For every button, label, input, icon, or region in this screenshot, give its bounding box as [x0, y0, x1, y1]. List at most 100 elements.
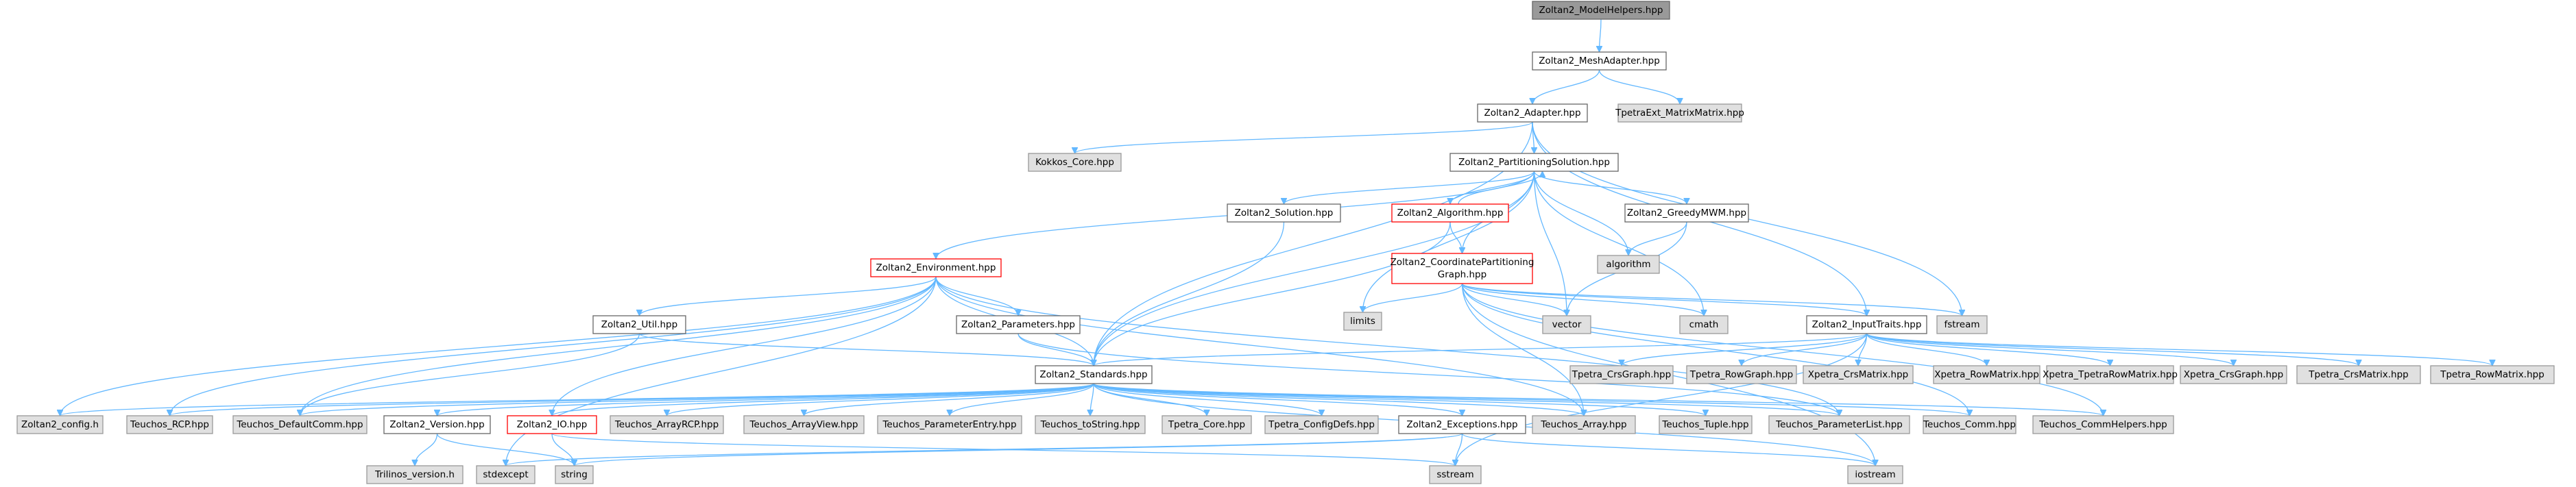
graph-node-teuchos-commhelpers-hpp: Teuchos_CommHelpers.hpp — [2032, 415, 2174, 434]
node-box — [1569, 365, 1674, 384]
graph-node-teuchos-parameterentry-hpp: Teuchos_ParameterEntry.hpp — [877, 415, 1022, 434]
graph-node-zoltan2-adapter-hpp[interactable]: Zoltan2_Adapter.hpp — [1477, 103, 1588, 123]
edge-n18-n25 — [1866, 333, 2234, 366]
graph-node-tpetra-rowgraph-hpp: Tpetra_RowGraph.hpp — [1686, 365, 1797, 384]
node-box — [1161, 415, 1252, 434]
node-label: Zoltan2_IO.hpp — [517, 419, 588, 430]
node-label: Tpetra_CrsMatrix.hpp — [2308, 369, 2409, 380]
graph-node-teuchos-arrayview-hpp: Teuchos_ArrayView.hpp — [743, 415, 865, 434]
node-label: Teuchos_toString.hpp — [1040, 419, 1140, 430]
edge-n13-n19 — [1018, 333, 1094, 366]
node-box — [1035, 415, 1146, 434]
node-label: Teuchos_Comm.hpp — [1923, 419, 2016, 430]
node-label: iostream — [1855, 469, 1895, 480]
graph-node-zoltan2-io-hpp[interactable]: Zoltan2_IO.hpp — [507, 415, 597, 434]
node-box — [383, 415, 491, 434]
edge-n10-n42 — [935, 276, 1840, 416]
node-box — [956, 315, 1081, 334]
graph-node-tpetraext-matrixmatrix-hpp: TpetraExt_MatrixMatrix.hpp — [1615, 103, 1744, 123]
graph-node-limits: limits — [1343, 312, 1382, 331]
node-label: Zoltan2_Exceptions.hpp — [1406, 419, 1517, 430]
node-label: Teuchos_ParameterEntry.hpp — [882, 419, 1016, 430]
node-box — [16, 415, 104, 434]
graph-node-zoltan2-util-hpp[interactable]: Zoltan2_Util.hpp — [592, 315, 686, 334]
graph-node-zoltan2-greedymwm-hpp[interactable]: Zoltan2_GreedyMWM.hpp — [1624, 203, 1749, 223]
edge-n19-n36 — [1090, 383, 1094, 416]
edge-n10-n13 — [935, 276, 1018, 316]
edge-n18-n23 — [1866, 333, 1987, 366]
edge-n5-n6 — [1284, 171, 1535, 205]
graph-node-tpetra-rowmatrix-hpp: Tpetra_RowMatrix.hpp — [2430, 365, 2555, 384]
node-label: Zoltan2_GreedyMWM.hpp — [1627, 208, 1746, 218]
edge-n31-n47 — [436, 433, 575, 466]
graph-node-string: string — [555, 465, 594, 484]
edge-n19-n34 — [804, 383, 1094, 416]
graph-node-teuchos-array-hpp: Teuchos_Array.hpp — [1532, 415, 1636, 434]
edge-n39-n46 — [506, 433, 1463, 466]
edge-n10-n40 — [935, 276, 1584, 416]
node-label: Teuchos_CommHelpers.hpp — [2038, 419, 2167, 430]
edge-n12-n19 — [638, 333, 1094, 366]
edge-n31-n45 — [415, 433, 438, 466]
graph-node-xpetra-rowmatrix-hpp: Xpetra_RowMatrix.hpp — [1933, 365, 2041, 384]
edge-n12-n30 — [300, 333, 640, 416]
edge-n19-n35 — [950, 383, 1094, 416]
edge-n0-n1 — [1600, 18, 1602, 52]
node-label: Zoltan2_PartitioningSolution.hpp — [1458, 157, 1610, 168]
node-box — [2180, 365, 2287, 384]
edge-n5-n9 — [1533, 171, 1629, 255]
edge-n5-n15 — [1533, 171, 1567, 316]
node-box — [2430, 365, 2555, 384]
graph-node-zoltan2-parameters-hpp[interactable]: Zoltan2_Parameters.hpp — [956, 315, 1081, 334]
graph-node-zoltan2-environment-hpp[interactable]: Zoltan2_Environment.hpp — [870, 258, 1002, 277]
node-label: fstream — [1944, 319, 1979, 330]
graph-node-zoltan2-modelhelpers-hpp: Zoltan2_ModelHelpers.hpp — [1532, 1, 1670, 20]
node-label: sstream — [1436, 469, 1473, 480]
node-box — [2296, 365, 2421, 384]
graph-node-zoltan2-solution-hpp[interactable]: Zoltan2_Solution.hpp — [1227, 203, 1341, 223]
node-label: Zoltan2_config.h — [21, 419, 99, 430]
edge-n19-n29 — [170, 383, 1094, 416]
node-label: Zoltan2_MeshAdapter.hpp — [1539, 55, 1660, 66]
node-label: Tpetra_Core.hpp — [1168, 419, 1245, 430]
edge-n19-n44 — [1093, 383, 2104, 416]
node-label: Zoltan2_Parameters.hpp — [961, 319, 1075, 330]
graph-node-zoltan2-partitioningsolution-hpp[interactable]: Zoltan2_PartitioningSolution.hpp — [1449, 153, 1619, 172]
edge-n39-n47 — [575, 433, 1463, 466]
edge-n19-n30 — [300, 383, 1094, 416]
graph-node-tpetra-core-hpp: Tpetra_Core.hpp — [1161, 415, 1252, 434]
edge-n19-n43 — [1093, 383, 1970, 416]
edge-n11-n14 — [1363, 283, 1463, 313]
node-label: limits — [1350, 316, 1375, 327]
graph-node-algorithm: algorithm — [1597, 255, 1660, 274]
node-box — [1532, 415, 1636, 434]
node-label: Teuchos_Tuple.hpp — [1661, 419, 1748, 430]
node-label: Zoltan2_CoordinatePartitioning — [1391, 257, 1534, 268]
node-label: Teuchos_ParameterList.hpp — [1775, 419, 1903, 430]
graph-node-zoltan2-standards-hpp[interactable]: Zoltan2_Standards.hpp — [1035, 365, 1153, 384]
node-label: Tpetra_ConfigDefs.hpp — [1268, 419, 1375, 430]
graph-node-zoltan2-inputtraits-hpp[interactable]: Zoltan2_InputTraits.hpp — [1806, 315, 1927, 334]
graph-node-zoltan2-algorithm-hpp[interactable]: Zoltan2_Algorithm.hpp — [1391, 203, 1509, 223]
graph-node-zoltan2-meshadapter-hpp[interactable]: Zoltan2_MeshAdapter.hpp — [1532, 51, 1667, 71]
node-label: Graph.hpp — [1438, 269, 1486, 280]
edge-n11-n17 — [1461, 283, 1962, 316]
graph-node-fstream: fstream — [1936, 315, 1988, 334]
node-label: Teuchos_ArrayView.hpp — [749, 419, 858, 430]
node-label: Zoltan2_Environment.hpp — [876, 262, 996, 273]
node-label: Teuchos_Array.hpp — [1540, 419, 1626, 430]
edge-n18-n21 — [1742, 333, 1868, 366]
edge-n19-n42 — [1093, 383, 1840, 416]
edge-n7-n5 — [1458, 171, 1543, 205]
graph-node-teuchos-parameterlist-hpp: Teuchos_ParameterList.hpp — [1768, 415, 1910, 434]
graph-node-vector: vector — [1542, 315, 1591, 334]
edge-n11-n43 — [1461, 283, 1970, 416]
graph-node-zoltan2-version-hpp[interactable]: Zoltan2_Version.hpp — [383, 415, 491, 434]
graph-node-zoltan2-exceptions-hpp[interactable]: Zoltan2_Exceptions.hpp — [1398, 415, 1526, 434]
node-box — [476, 465, 535, 484]
edge-n7-n19 — [1094, 221, 1451, 366]
edge-n11-n18 — [1461, 283, 1867, 316]
node-box — [743, 415, 865, 434]
